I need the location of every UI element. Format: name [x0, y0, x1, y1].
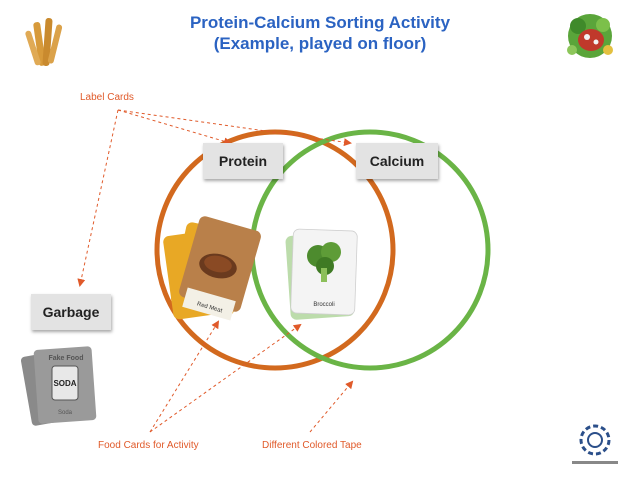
annotation-arrows	[77, 109, 354, 433]
garbage-label-card: Garbage	[31, 294, 111, 330]
soda-card-caption: Soda	[58, 410, 73, 416]
soda-food-card: Fake Food SODA Soda	[20, 346, 97, 426]
soda-can-label: SODA	[53, 379, 76, 388]
tape-annotation: Different Colored Tape	[262, 440, 362, 451]
fries-icon	[25, 18, 63, 67]
company-logo-icon	[572, 424, 618, 464]
meat-food-card: Red Meat	[163, 216, 261, 321]
label-cards-annotation: Label Cards	[80, 92, 134, 103]
calcium-label-card: Calcium	[356, 143, 438, 179]
title-line-1: Protein-Calcium Sorting Activity	[189, 13, 451, 32]
title-line-2: (Example, played on floor)	[213, 34, 427, 53]
broccoli-card-caption: Broccoli	[313, 302, 334, 308]
food-cards-annotation: Food Cards for Activity	[98, 440, 199, 451]
protein-label-card: Protein	[203, 143, 283, 179]
broccoli-food-card: Broccoli	[285, 228, 358, 320]
page-title: Protein-Calcium Sorting Activity (Exampl…	[150, 12, 490, 54]
vegetable-bowl-icon	[567, 14, 613, 58]
junk-card-label: Fake Food	[48, 355, 83, 362]
